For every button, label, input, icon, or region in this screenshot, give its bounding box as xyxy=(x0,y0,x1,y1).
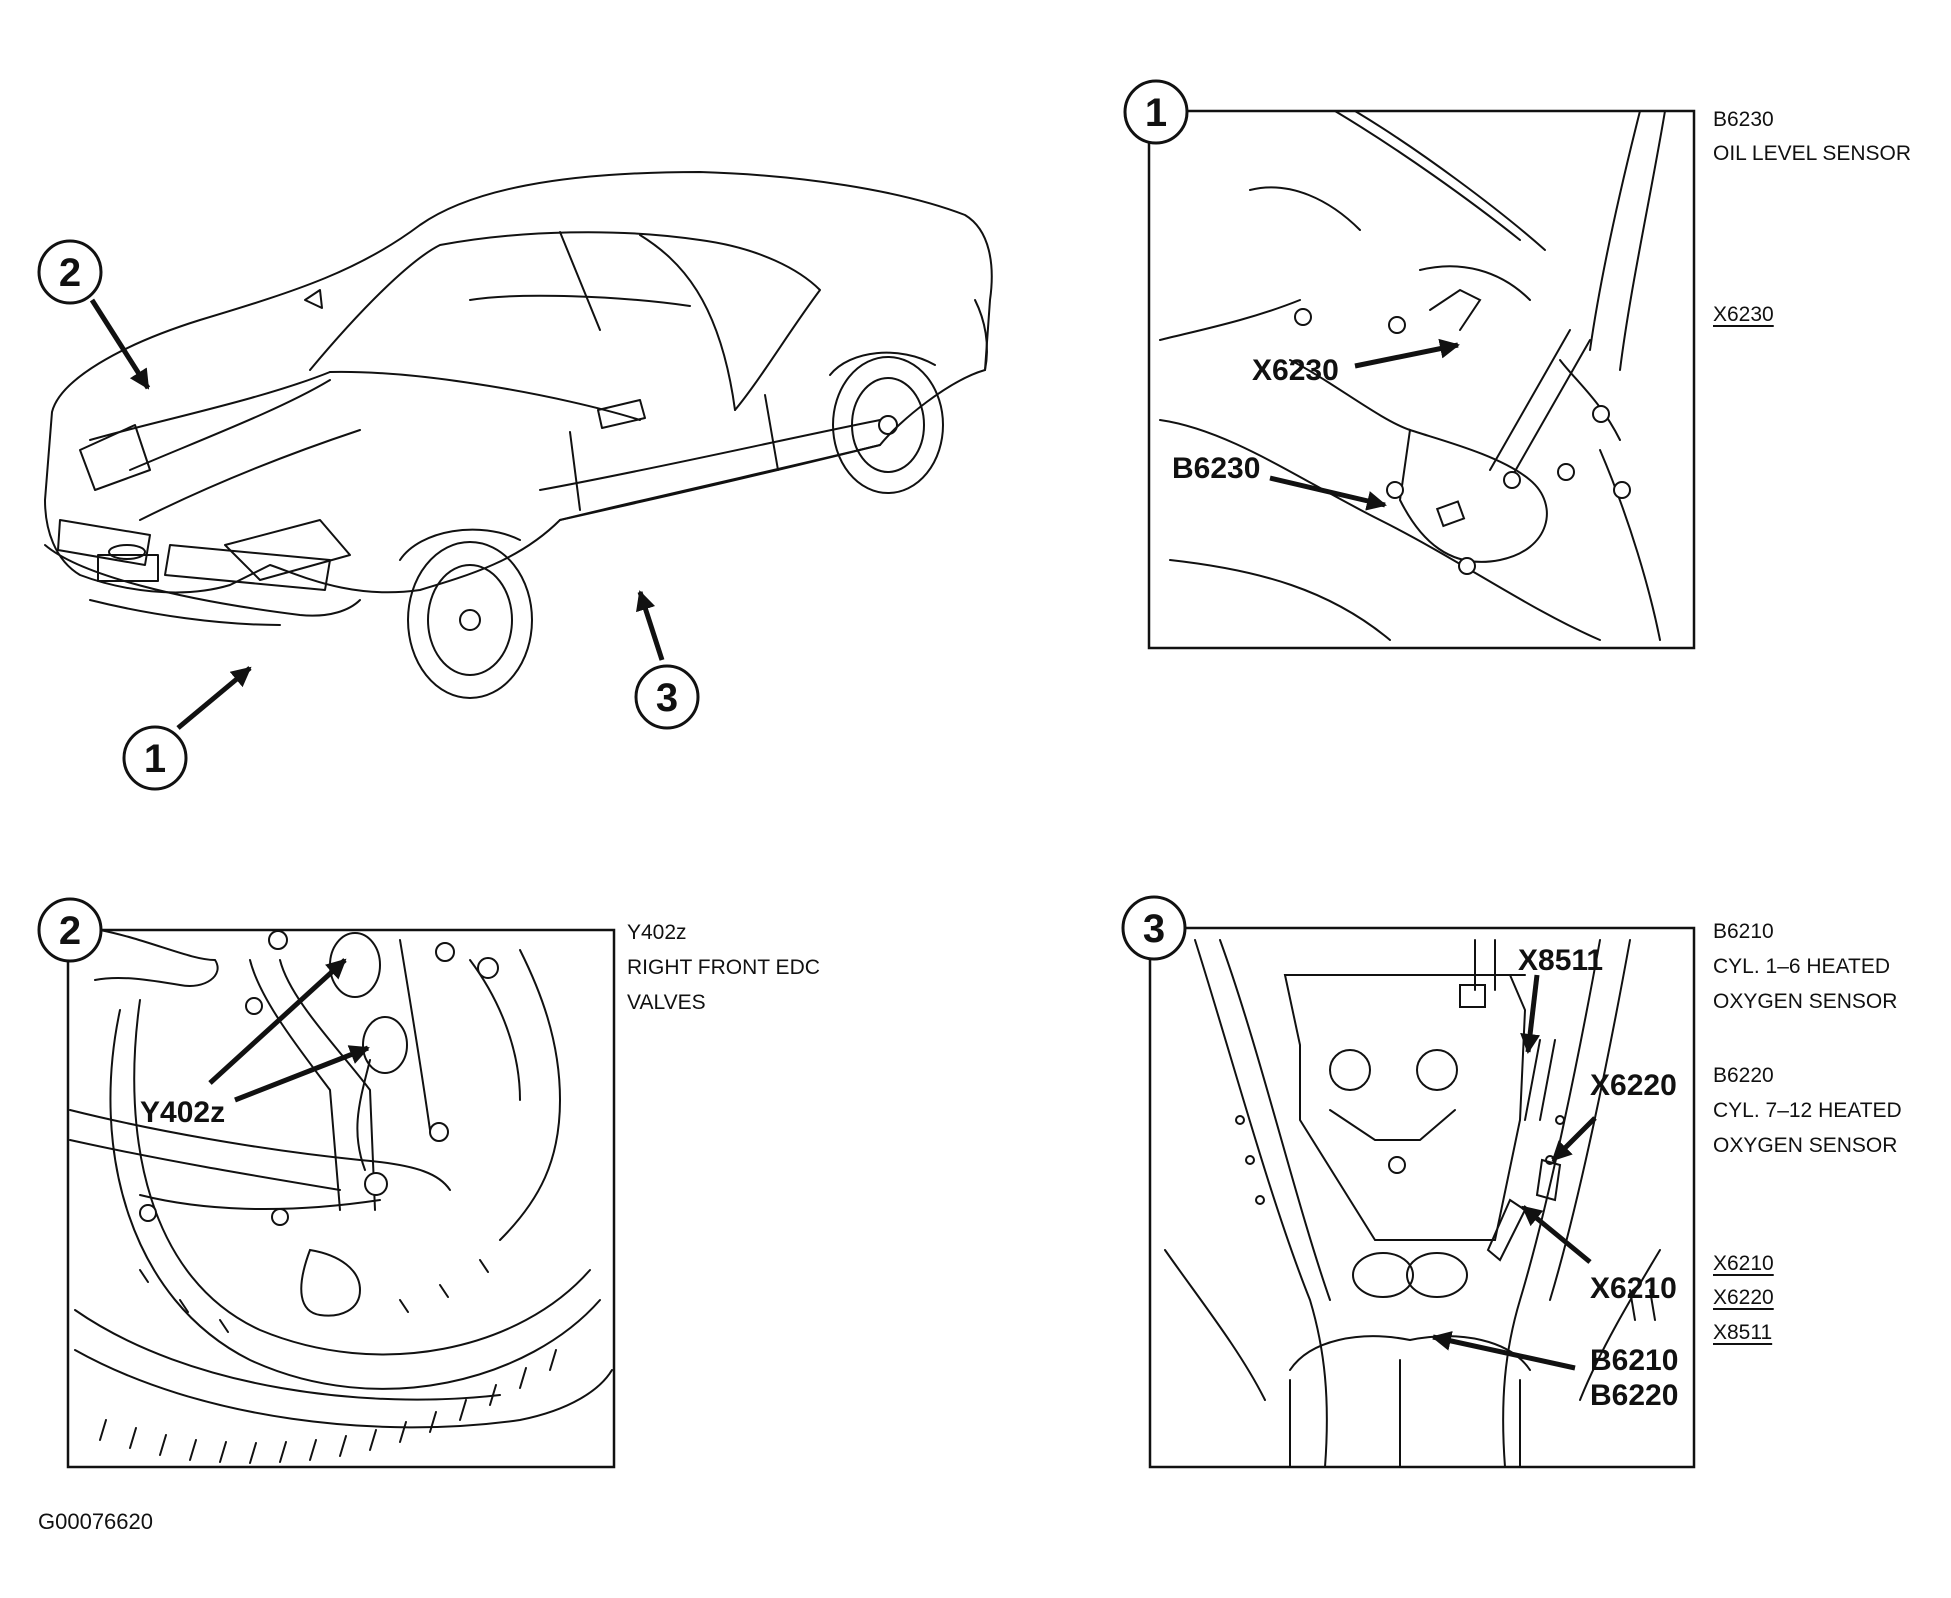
panel-1-badge: 1 xyxy=(1123,79,1189,145)
panel-1-bolts xyxy=(1294,308,1631,575)
callout-y402z: Y402z xyxy=(140,1096,225,1129)
legend-line: B6230 xyxy=(1713,108,1774,131)
panel-2-arrows xyxy=(208,958,370,1103)
car-overview-illustration xyxy=(44,171,993,699)
figure-id: G00076620 xyxy=(38,1509,153,1534)
svg-text:2: 2 xyxy=(59,251,81,295)
callout-b6220: B6220 xyxy=(1590,1379,1678,1412)
svg-text:3: 3 xyxy=(656,676,678,720)
callout-b6210: B6210 xyxy=(1590,1344,1678,1377)
legend-line: OIL LEVEL SENSOR xyxy=(1713,142,1912,165)
svg-text:1: 1 xyxy=(144,737,166,781)
legend-line: Y402z xyxy=(627,921,687,944)
svg-text:1: 1 xyxy=(1145,91,1167,135)
callout-x6220: X6220 xyxy=(1590,1069,1677,1102)
legend-line: X6210 xyxy=(1713,1252,1774,1275)
panel-1-arrows xyxy=(1269,338,1460,511)
legend-line: OXYGEN SENSOR xyxy=(1713,990,1898,1013)
callout-x6230: X6230 xyxy=(1252,354,1339,387)
legend-line: VALVES xyxy=(627,991,706,1014)
legend-line: OXYGEN SENSOR xyxy=(1713,1134,1898,1157)
detail-panel-1: X6230 B6230 1 xyxy=(1123,79,1696,650)
legend-line: RIGHT FRONT EDC xyxy=(627,956,820,979)
arrow-to-area-3 xyxy=(636,590,665,661)
panel-2-badge: 2 xyxy=(37,897,103,963)
callout-x8511: X8511 xyxy=(1518,944,1603,977)
overview-marker-1: 1 xyxy=(122,725,188,791)
svg-text:3: 3 xyxy=(1143,907,1165,951)
legend-line: X8511 xyxy=(1713,1321,1773,1344)
panel-2-bolts xyxy=(139,930,499,1226)
detail-panel-3: X8511 X6220 X6210 B6210 B6220 3 xyxy=(1121,895,1696,1469)
legend-line: X6230 xyxy=(1713,303,1774,326)
svg-text:2: 2 xyxy=(59,909,81,953)
legend-line: X6220 xyxy=(1713,1286,1774,1309)
legend-line: CYL. 1–6 HEATED xyxy=(1713,955,1891,978)
legend-line: CYL. 7–12 HEATED xyxy=(1713,1099,1902,1122)
arrow-to-area-1 xyxy=(176,666,252,730)
detail-panel-2: Y402z 2 xyxy=(37,897,616,1469)
legend-line: B6210 xyxy=(1713,920,1774,943)
overview-marker-2: 2 xyxy=(37,239,103,305)
panel-3-arrows xyxy=(1431,974,1597,1371)
overview-arrows xyxy=(89,298,665,730)
arrow-to-area-2 xyxy=(89,298,151,390)
overview-marker-3: 3 xyxy=(634,664,700,730)
panel-3-badge: 3 xyxy=(1121,895,1187,961)
callout-x6210: X6210 xyxy=(1590,1272,1677,1305)
panel-2-illustration xyxy=(69,929,613,1464)
legend-line: B6220 xyxy=(1713,1064,1774,1087)
panel-1-illustration xyxy=(1159,110,1666,641)
callout-b6230: B6230 xyxy=(1172,452,1260,485)
